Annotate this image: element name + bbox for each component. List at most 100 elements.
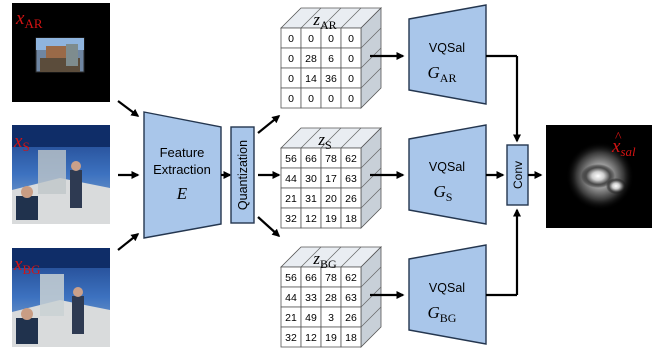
cube-side-line <box>360 167 382 189</box>
grid-value: 0 <box>288 33 294 45</box>
grid-value: 18 <box>345 332 357 344</box>
cube-side-line <box>360 147 382 169</box>
grid-value: 21 <box>285 312 297 324</box>
grid-value: 56 <box>285 272 297 284</box>
decoder-ar-symbol: GAR <box>428 63 457 85</box>
output-saliency-map <box>546 125 652 228</box>
cube-side-line <box>360 27 382 49</box>
input-label-bg: xBG <box>13 254 41 277</box>
decoder-bg-symbol: GBG <box>428 303 457 325</box>
input-image-bg <box>12 248 110 347</box>
output-hat: ^ <box>615 130 622 145</box>
grid-value: 0 <box>348 33 354 45</box>
grid-value: 63 <box>345 173 357 185</box>
grid-value: 66 <box>305 272 317 284</box>
grid-value: 26 <box>345 193 357 205</box>
feature-extraction-line1: Feature <box>160 145 205 160</box>
decoder-s-block <box>408 124 487 225</box>
grid-value: 6 <box>328 53 334 65</box>
grid-value: 0 <box>308 93 314 105</box>
grid-value: 0 <box>288 93 294 105</box>
cube-top-line <box>320 246 342 268</box>
cube-top-line <box>300 246 322 268</box>
quantization-label: Quantization <box>236 140 250 210</box>
grid-cell <box>340 207 362 229</box>
feature-extraction-symbol: E <box>176 184 188 203</box>
input-image-ar <box>12 3 110 102</box>
grid-value: 0 <box>348 93 354 105</box>
cube-top-line <box>320 127 342 149</box>
grid-cell <box>340 326 362 348</box>
grid-value: 28 <box>305 53 317 65</box>
codebook-label-bg: zBG <box>312 249 337 271</box>
grid-value: 14 <box>305 73 317 85</box>
feature-extraction-block <box>143 111 222 239</box>
grid-value: 0 <box>348 53 354 65</box>
cube-side-line <box>360 266 382 288</box>
grid-value: 0 <box>288 53 294 65</box>
cube-side-line <box>360 286 382 308</box>
grid-value: 17 <box>325 173 337 185</box>
codebook-label-s: zS <box>317 130 331 152</box>
grid-value: 33 <box>305 292 317 304</box>
grid-value: 3 <box>328 312 334 324</box>
cube-top-line <box>300 7 322 29</box>
conv-label: Conv <box>511 161 525 189</box>
grid-value: 44 <box>285 173 297 185</box>
grid-value: 0 <box>288 73 294 85</box>
grid-value: 0 <box>348 73 354 85</box>
grid-value: 19 <box>325 213 337 225</box>
arrow-quant-to-zar <box>257 115 281 134</box>
grid-value: 18 <box>345 213 357 225</box>
grid-value: 0 <box>308 33 314 45</box>
cube-side-line <box>360 187 382 209</box>
input-label-ar: xAR <box>15 8 43 31</box>
grid-value: 63 <box>345 292 357 304</box>
decoder-s-name: VQSal <box>429 160 465 174</box>
grid-value: 49 <box>305 312 317 324</box>
codebook-cube-s: 56 66 78 62 44 30 17 63 21 31 20 26 32 12 19 18 zS <box>280 127 382 229</box>
input-image-s <box>12 125 110 224</box>
cube-top-line <box>340 246 362 268</box>
grid-value: 32 <box>285 332 297 344</box>
grid-value: 0 <box>328 93 334 105</box>
arrow-quant-to-zbg <box>257 216 281 238</box>
cube-top-line <box>320 7 342 29</box>
grid-value: 78 <box>325 153 337 165</box>
grid-value: 12 <box>305 332 317 344</box>
cube-side-line <box>360 67 382 89</box>
cube-top-line <box>340 7 362 29</box>
decoder-ar-block <box>408 4 487 105</box>
grid-value: 31 <box>305 193 317 205</box>
grid-value: 19 <box>325 332 337 344</box>
cube-top-line <box>340 127 362 149</box>
decoder-bg-name: VQSal <box>429 281 465 295</box>
grid-value: 28 <box>325 292 337 304</box>
arrow-bg-to-e <box>117 233 140 251</box>
quantization-block <box>230 126 255 224</box>
grid-value: 56 <box>285 153 297 165</box>
grid-value: 12 <box>305 213 317 225</box>
output-label: xsal <box>611 136 636 159</box>
grid-cell <box>340 87 362 109</box>
grid-value: 20 <box>325 193 337 205</box>
feature-extraction-line2: Extraction <box>153 162 211 177</box>
cube-top-line <box>300 127 322 149</box>
codebook-label-ar: zAR <box>312 10 336 32</box>
grid-value: 21 <box>285 193 297 205</box>
grid-value: 32 <box>285 213 297 225</box>
cube-side-line <box>360 306 382 328</box>
decoder-s-symbol: GS <box>434 182 453 204</box>
grid-value: 62 <box>345 272 357 284</box>
arrow-ar-to-e <box>117 100 140 117</box>
grid-value: 62 <box>345 153 357 165</box>
decoder-ar-name: VQSal <box>429 41 465 55</box>
grid-value: 30 <box>305 173 317 185</box>
grid-value: 78 <box>325 272 337 284</box>
grid-value: 66 <box>305 153 317 165</box>
cube-side-line <box>360 47 382 69</box>
